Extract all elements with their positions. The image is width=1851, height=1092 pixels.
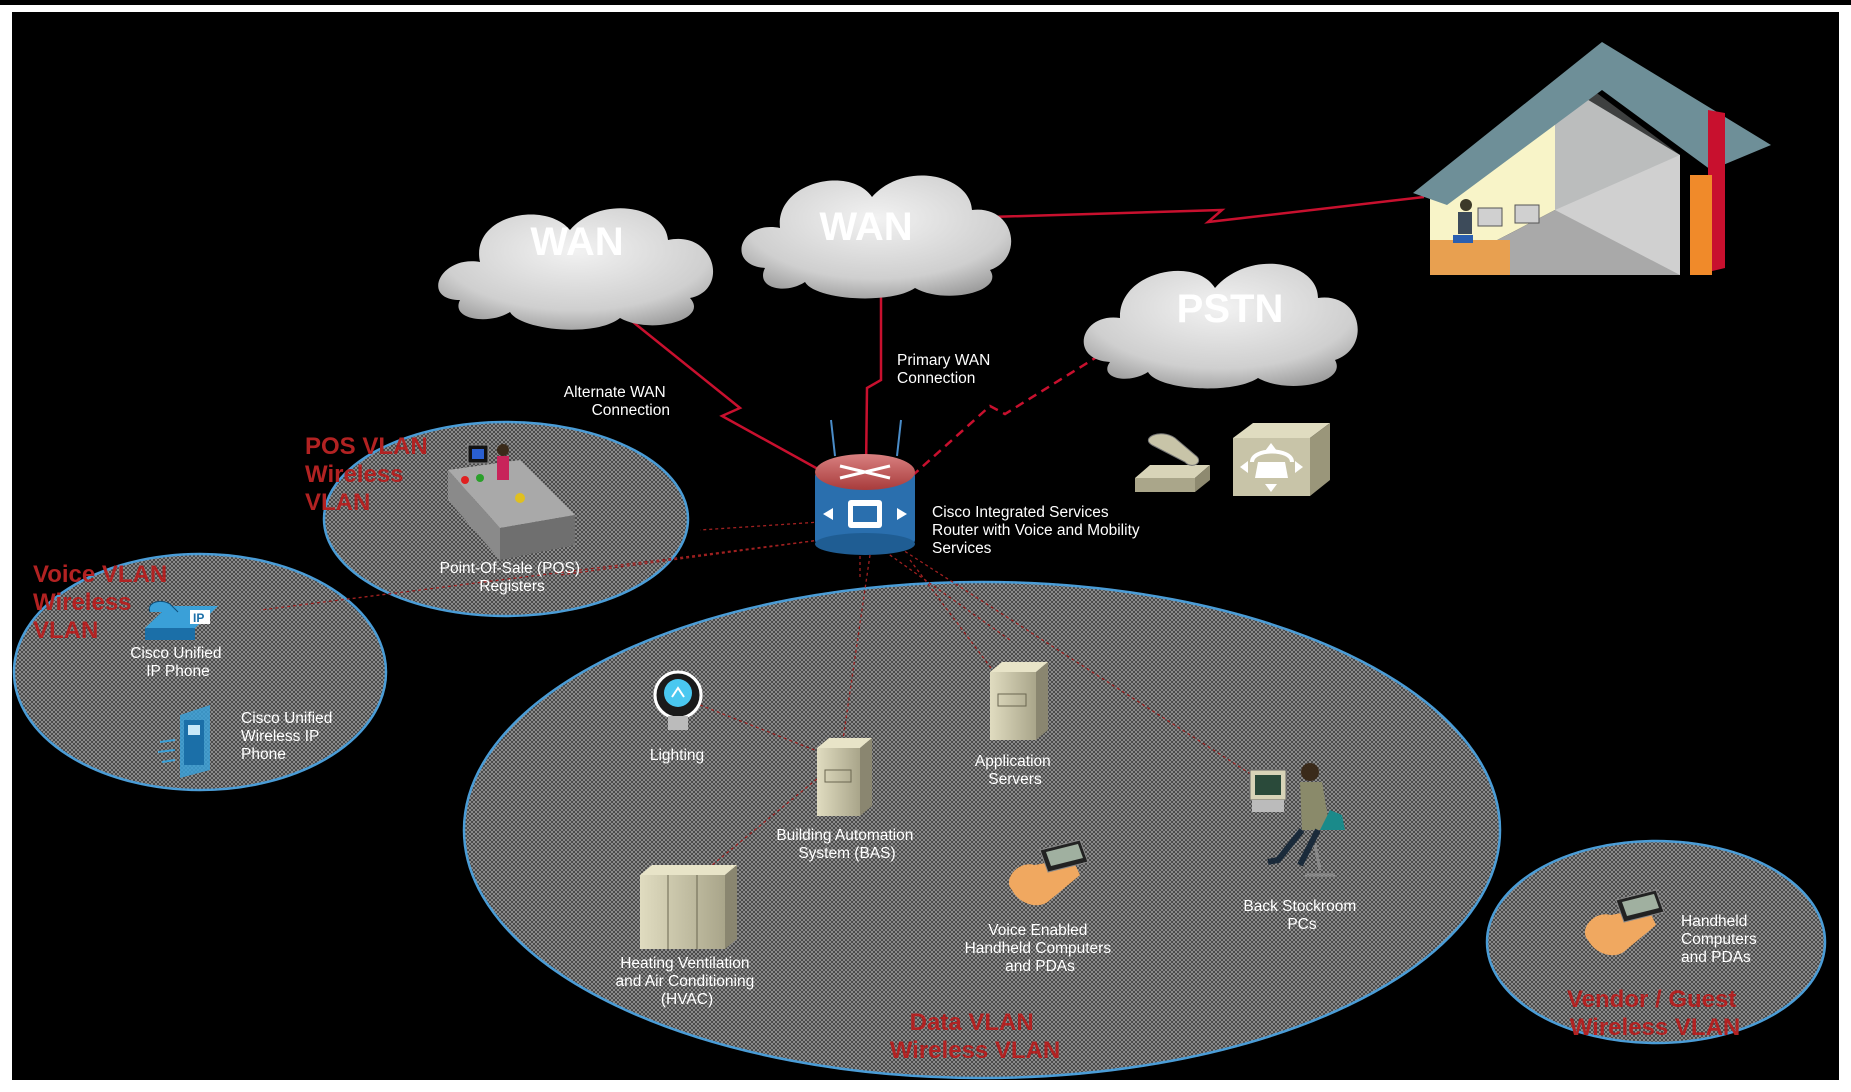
stockroom-pcs-label: Back Stockroom PCs (1243, 898, 1360, 933)
data-vlan-label: Data VLAN Wireless VLAN (890, 1009, 1061, 1064)
bas-server-icon (817, 738, 872, 816)
vendor-vlan-label: Vendor / Guest Wireless VLAN (1567, 986, 1743, 1041)
network-links (617, 195, 1425, 486)
data-vlan-ellipse (462, 580, 1502, 1080)
ip-phone-icon: IP (145, 600, 218, 640)
application-servers-label: Application Servers (975, 753, 1055, 788)
guest-handheld-icon (1584, 889, 1665, 956)
pbx-icon (1233, 423, 1330, 496)
hvac-label: Heating Ventilation and Air Conditioning… (615, 955, 758, 1008)
top-border (0, 0, 1851, 5)
voice-handhelds-label: Voice Enabled Handheld Computers and PDA… (965, 922, 1116, 975)
wan-alternate-cloud: WAN (438, 208, 714, 330)
ip-phone-label: Cisco Unified IP Phone (130, 645, 226, 680)
router-icon (815, 419, 915, 555)
primary-wan-label: Primary WAN Connection (897, 352, 995, 387)
primary-wan-link (864, 280, 883, 471)
svg-text:IP: IP (193, 611, 204, 625)
wireless-ip-phone-icon (157, 705, 210, 778)
pos-register-icon (448, 444, 575, 560)
home-office-link (989, 195, 1425, 224)
application-server-icon (990, 662, 1048, 740)
voice-handheld-icon (1008, 839, 1089, 906)
wan-alternate-label: WAN (530, 220, 623, 264)
vlan-ellipses (12, 420, 1827, 1080)
guest-handhelds-label: Handheld Computers and PDAs (1681, 913, 1761, 966)
pos-registers-label: Point-Of-Sale (POS) Registers (440, 560, 585, 595)
router-label: Cisco Integrated Services Router with Vo… (932, 504, 1144, 557)
vendor-vlan-ellipse (1485, 839, 1827, 1045)
voice-vlan-ellipse (12, 552, 388, 792)
wan-primary-label: WAN (819, 205, 912, 249)
wireless-ip-phone-label: Cisco Unified Wireless IP Phone (241, 710, 337, 763)
pstn-phone-icon (1135, 433, 1210, 492)
bas-label: Building Automation System (BAS) (776, 827, 917, 862)
voice-vlan-label: Voice VLAN Wireless VLAN (33, 561, 174, 644)
wan-primary-cloud: WAN (741, 175, 1012, 299)
pstn-link (911, 353, 1101, 477)
alternate-wan-link (617, 309, 846, 486)
alternate-wan-label: Alternate WAN Connection (564, 384, 670, 419)
stockroom-pc-icon (1249, 763, 1345, 877)
vlan-links (259, 521, 1261, 876)
pstn-label: PSTN (1177, 287, 1284, 331)
pos-vlan-label: POS VLAN Wireless VLAN (305, 433, 434, 516)
pstn-cloud: PSTN (1083, 263, 1358, 389)
lighting-icon (653, 670, 703, 730)
hvac-icon (640, 865, 737, 949)
home-office-icon (1413, 42, 1771, 275)
lighting-label: Lighting (650, 747, 704, 764)
